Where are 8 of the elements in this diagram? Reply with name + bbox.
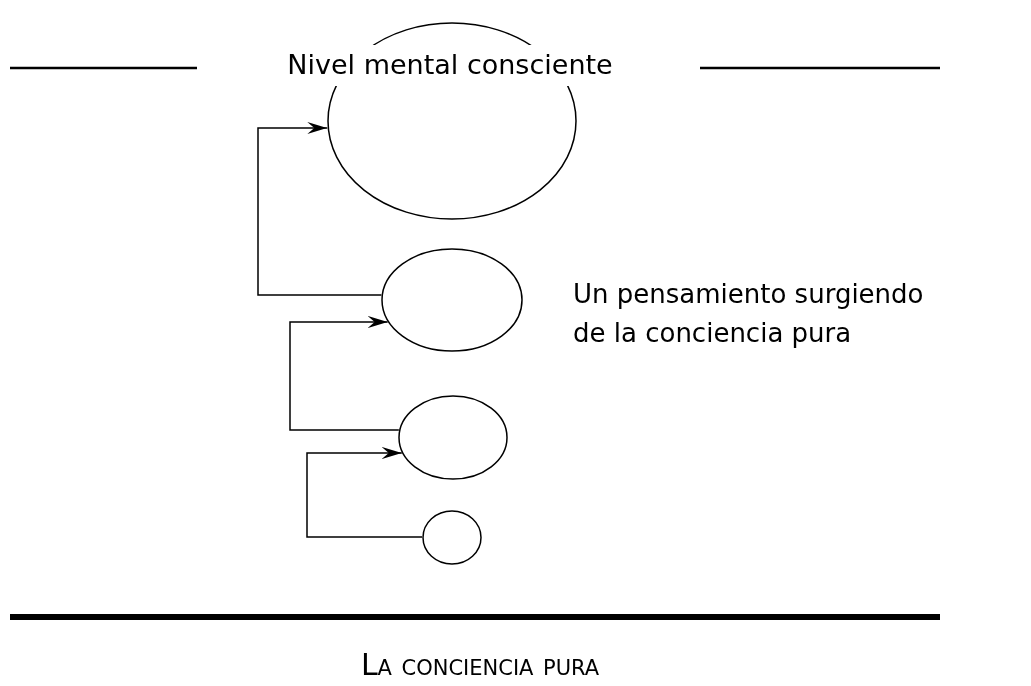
base-title: La conciencia pura (360, 646, 600, 684)
circle (381, 248, 523, 352)
circle (398, 395, 508, 480)
annotation-text: Un pensamiento surgiendo de la conciencia pura (573, 278, 925, 350)
arrow (306, 447, 423, 538)
circle (422, 510, 482, 565)
arrow (289, 316, 400, 431)
arrow (257, 122, 383, 296)
